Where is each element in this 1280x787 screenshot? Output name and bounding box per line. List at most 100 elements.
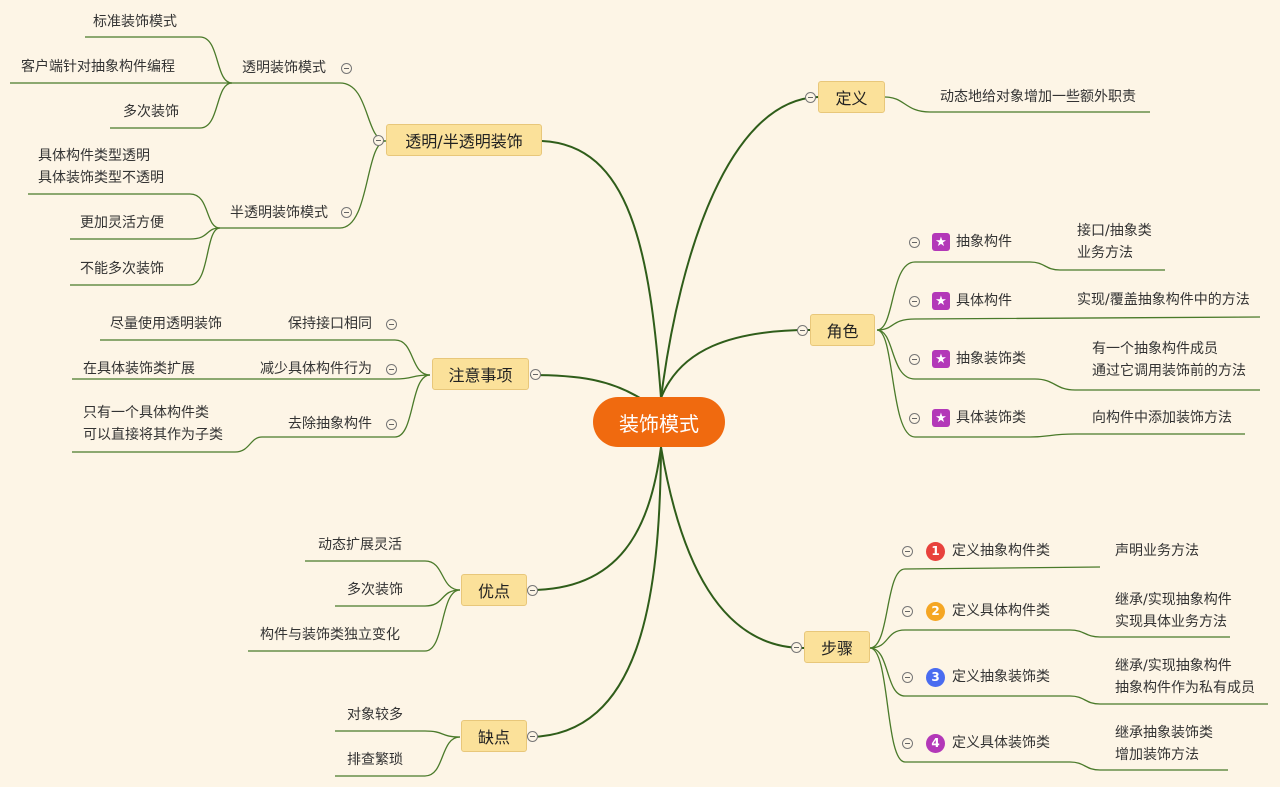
node-steps[interactable]: 步骤	[804, 631, 870, 663]
node-label: 定义	[835, 89, 868, 108]
collapse-icon[interactable]	[909, 237, 920, 248]
leaf: 排查繁琐	[347, 752, 403, 768]
subnode-label: 定义抽象构件类	[952, 543, 1050, 559]
node-roles[interactable]: 角色	[810, 314, 875, 346]
leaf: 有一个抽象构件成员	[1092, 341, 1218, 357]
subnode-role-abstract-decorator[interactable]: ★ 抽象装饰类	[932, 348, 1026, 370]
star-icon: ★	[932, 409, 950, 427]
subnode-label: 定义具体构件类	[952, 603, 1050, 619]
leaf: 更加灵活方便	[80, 215, 164, 231]
collapse-icon[interactable]	[902, 738, 913, 749]
branch-definition	[660, 96, 819, 399]
star-icon: ★	[932, 233, 950, 251]
leaf: 对象较多	[347, 707, 403, 723]
collapse-icon[interactable]	[341, 207, 352, 218]
leaf: 多次装饰	[123, 104, 179, 120]
leaf: 继承/实现抽象构件	[1115, 592, 1232, 608]
number-2-icon: 2	[926, 601, 945, 621]
subnode-step-4[interactable]: 4 定义具体装饰类	[926, 732, 1050, 754]
subnode-label: 抽象装饰类	[956, 351, 1026, 367]
node-label: 优点	[477, 582, 510, 601]
leaf: 客户端针对抽象构件编程	[21, 59, 175, 75]
leaf: 标准装饰模式	[93, 14, 177, 30]
branch-cons	[529, 446, 662, 738]
subnode-label: 具体装饰类	[956, 410, 1026, 426]
collapse-icon[interactable]	[527, 731, 538, 742]
leaf: 实现具体业务方法	[1115, 614, 1227, 630]
node-label: 注意事项	[448, 366, 513, 385]
node-pros[interactable]: 优点	[461, 574, 527, 606]
node-cons[interactable]: 缺点	[461, 720, 527, 752]
node-label: 步骤	[820, 639, 853, 658]
leaf: 动态扩展灵活	[318, 537, 402, 553]
collapse-icon[interactable]	[530, 369, 541, 380]
leaf: 增加装饰方法	[1115, 747, 1199, 763]
leaf: 构件与装饰类独立变化	[260, 627, 400, 643]
leaf: 具体构件类型透明	[38, 148, 150, 164]
leaf: 继承抽象装饰类	[1115, 725, 1213, 741]
subnode-role-concrete-component[interactable]: ★具体构件	[932, 290, 1012, 312]
leaf: 尽量使用透明装饰	[110, 316, 222, 332]
number-1-icon: 1	[926, 541, 945, 561]
branch-notes	[529, 374, 641, 399]
node-label: 角色	[826, 322, 859, 341]
subnode-note[interactable]: 去除抽象构件	[288, 416, 372, 432]
collapse-icon[interactable]	[805, 92, 816, 103]
branch-steps	[660, 446, 805, 649]
leaf: 多次装饰	[347, 582, 403, 598]
number-3-icon: 3	[926, 667, 945, 687]
subnode-role-abstract-component[interactable]: ★ 抽象构件	[932, 231, 1012, 253]
star-icon: ★	[932, 350, 950, 368]
subnode-note[interactable]: 减少具体构件行为	[260, 361, 372, 377]
collapse-icon[interactable]	[797, 325, 808, 336]
subnode-semi-transparent[interactable]: 半透明装饰模式	[230, 205, 328, 221]
node-label: 缺点	[477, 728, 510, 747]
leaf: 只有一个具体构件类	[83, 405, 209, 421]
subnode-step-2[interactable]: 2 定义具体构件类	[926, 600, 1050, 622]
collapse-icon[interactable]	[909, 413, 920, 424]
node-definition[interactable]: 定义	[818, 81, 885, 113]
subnode-step-3[interactable]: 3 定义抽象装饰类	[926, 666, 1050, 688]
collapse-icon[interactable]	[902, 672, 913, 683]
leaf: 可以直接将其作为子类	[83, 427, 223, 443]
collapse-icon[interactable]	[909, 354, 920, 365]
node-transparency[interactable]: 透明/半透明装饰	[386, 124, 542, 156]
leaf: 抽象构件作为私有成员	[1115, 680, 1255, 696]
branch-roles	[660, 329, 811, 399]
node-notes[interactable]: 注意事项	[432, 358, 529, 390]
leaf-definition-text: 动态地给对象增加一些额外职责	[940, 89, 1136, 105]
leaf: 声明业务方法	[1115, 543, 1199, 559]
leaf: 不能多次装饰	[80, 261, 164, 277]
leaf: 向构件中添加装饰方法	[1092, 410, 1232, 426]
subnode-label: 具体构件	[956, 293, 1012, 309]
collapse-icon[interactable]	[386, 419, 397, 430]
branch-pros	[529, 446, 662, 591]
leaf: 业务方法	[1077, 245, 1133, 261]
node-label: 透明/半透明装饰	[405, 132, 523, 151]
leaf: 实现/覆盖抽象构件中的方法	[1077, 292, 1250, 308]
subnode-label: 抽象构件	[956, 234, 1012, 250]
subnode-label: 定义抽象装饰类	[952, 669, 1050, 685]
root-node[interactable]: 装饰模式	[593, 397, 725, 447]
leaf: 接口/抽象类	[1077, 223, 1152, 239]
collapse-icon[interactable]	[373, 135, 384, 146]
collapse-icon[interactable]	[791, 642, 802, 653]
branch-transparency	[541, 140, 662, 399]
collapse-icon[interactable]	[902, 606, 913, 617]
collapse-icon[interactable]	[527, 585, 538, 596]
subnode-step-1[interactable]: 1 定义抽象构件类	[926, 540, 1050, 562]
number-4-icon: 4	[926, 733, 945, 753]
collapse-icon[interactable]	[909, 296, 920, 307]
collapse-icon[interactable]	[341, 63, 352, 74]
collapse-icon[interactable]	[386, 364, 397, 375]
leaf: 在具体装饰类扩展	[83, 361, 195, 377]
leaf: 具体装饰类型不透明	[38, 170, 164, 186]
collapse-icon[interactable]	[386, 319, 397, 330]
subnode-role-concrete-decorator[interactable]: ★ 具体装饰类	[932, 407, 1026, 429]
subnode-note[interactable]: 保持接口相同	[288, 316, 372, 332]
subnode-transparent[interactable]: 透明装饰模式	[242, 60, 326, 76]
subnode-label: 定义具体装饰类	[952, 735, 1050, 751]
leaf: 通过它调用装饰前的方法	[1092, 363, 1246, 379]
collapse-icon[interactable]	[902, 546, 913, 557]
